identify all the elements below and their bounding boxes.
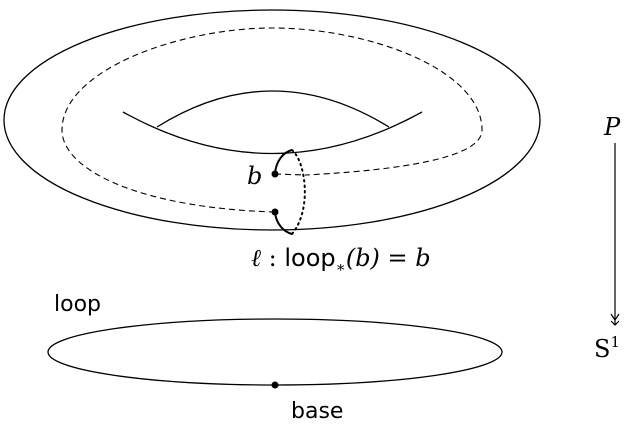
path-label-star: ∗ bbox=[336, 258, 346, 276]
path-label-colon: : bbox=[261, 244, 284, 272]
path-label-arg: (b) = b bbox=[346, 244, 431, 272]
path-over-loop-label: ℓ : loop∗(b) = b bbox=[251, 244, 431, 276]
meridian-lower-solid-arc bbox=[274, 211, 293, 235]
base-circle bbox=[47, 318, 503, 386]
fiber-point-transported bbox=[271, 208, 279, 216]
circle-label: S1 bbox=[594, 333, 620, 363]
base-label: base bbox=[291, 399, 343, 424]
dashed-segment-from-b bbox=[274, 173, 307, 176]
path-label-ell: ℓ bbox=[251, 244, 261, 272]
projection-arrow-second-head bbox=[610, 313, 620, 322]
torus-hole-upper-arc bbox=[156, 90, 390, 128]
torus-outer-boundary bbox=[3, 9, 541, 231]
path-label-loop: loop bbox=[284, 244, 335, 272]
loop-label: loop bbox=[54, 292, 101, 317]
base-point bbox=[271, 381, 279, 389]
dashed-loop-left-path bbox=[61, 27, 483, 213]
fiber-point-b bbox=[271, 170, 279, 178]
meridian-dotted-arc bbox=[291, 149, 306, 235]
total-space-label: P bbox=[603, 113, 621, 141]
circle-label-S: S bbox=[594, 335, 610, 363]
torus-hole-lower-arc bbox=[122, 111, 423, 155]
fiber-point-label: b bbox=[247, 162, 262, 190]
circle-label-sup: 1 bbox=[610, 333, 620, 351]
